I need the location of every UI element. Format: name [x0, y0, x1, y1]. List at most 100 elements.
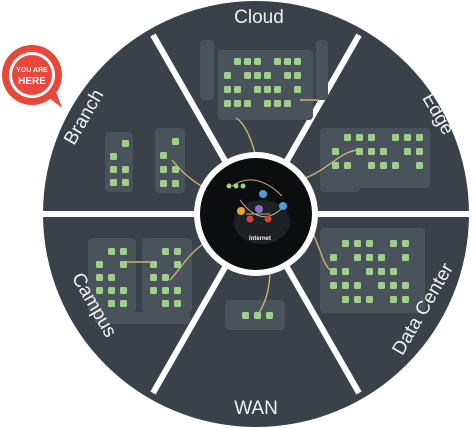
network-node	[174, 261, 181, 268]
diagram-panel	[320, 170, 360, 192]
network-node	[244, 58, 251, 65]
network-node	[224, 100, 231, 107]
network-node	[150, 274, 157, 281]
network-node	[284, 72, 291, 79]
network-node	[390, 296, 397, 303]
network-node	[96, 261, 103, 268]
network-node	[242, 312, 249, 319]
hub-device-icon	[246, 215, 254, 223]
segment-label-cloud: Cloud	[234, 7, 284, 28]
hub-device-icon	[279, 202, 287, 210]
network-node	[402, 296, 409, 303]
network-node	[234, 86, 241, 93]
network-node	[274, 100, 281, 107]
network-node	[344, 162, 351, 169]
center-internet-label: Internet	[249, 236, 271, 242]
network-node	[402, 282, 409, 289]
network-node	[294, 58, 301, 65]
network-node	[294, 72, 301, 79]
network-node	[368, 134, 375, 141]
network-node	[120, 300, 127, 307]
network-node	[174, 287, 181, 294]
network-node	[404, 148, 411, 155]
network-node	[150, 287, 157, 294]
network-node	[254, 312, 261, 319]
segment-label-wan: WAN	[234, 398, 278, 419]
network-node	[244, 72, 251, 79]
network-nodes	[96, 58, 423, 319]
network-node	[354, 240, 361, 247]
network-node	[110, 166, 117, 173]
network-node	[160, 180, 167, 187]
hub-node-icon	[233, 183, 239, 189]
network-node	[402, 254, 409, 261]
network-node	[356, 148, 363, 155]
hub-node-icon	[240, 183, 246, 189]
network-node	[274, 58, 281, 65]
network-node	[330, 254, 337, 261]
network-node	[378, 282, 385, 289]
network-node	[380, 148, 387, 155]
hub-device-icon	[264, 215, 272, 223]
network-node	[162, 248, 169, 255]
network-node	[330, 282, 337, 289]
connection-line	[299, 149, 361, 181]
network-node	[162, 300, 169, 307]
network-node	[254, 86, 261, 93]
hub-node-icon	[226, 183, 232, 189]
network-node	[234, 58, 241, 65]
network-node	[342, 240, 349, 247]
network-node	[404, 134, 411, 141]
connection-line	[235, 117, 257, 159]
network-node	[284, 100, 291, 107]
network-node	[96, 287, 103, 294]
diagram-panel	[200, 40, 214, 100]
network-node	[120, 248, 127, 255]
network-node	[390, 268, 397, 275]
diagram-panel	[155, 128, 185, 193]
network-node	[392, 162, 399, 169]
network-node	[342, 268, 349, 275]
network-node	[160, 152, 167, 159]
network-node	[120, 287, 127, 294]
network-node	[284, 58, 291, 65]
network-node	[162, 274, 169, 281]
network-node	[254, 58, 261, 65]
network-node	[264, 100, 271, 107]
network-node	[264, 86, 271, 93]
network-node	[122, 166, 129, 173]
you-are-here-badge: YOU ARE HERE	[2, 45, 62, 108]
network-node	[416, 162, 423, 169]
network-node	[150, 261, 157, 268]
network-node	[366, 268, 373, 275]
network-node	[416, 148, 423, 155]
network-node	[264, 72, 271, 79]
network-node	[366, 240, 373, 247]
network-node	[162, 287, 169, 294]
network-node	[332, 148, 339, 155]
network-node	[120, 261, 127, 268]
network-node	[416, 134, 423, 141]
network-node	[224, 72, 231, 79]
network-node	[110, 179, 117, 186]
network-node	[108, 274, 115, 281]
segment-dividers	[43, 33, 469, 395]
network-node	[402, 240, 409, 247]
diagram-panel	[316, 40, 328, 100]
network-node	[368, 148, 375, 155]
network-node	[342, 296, 349, 303]
network-node	[392, 134, 399, 141]
hub-device-icon	[237, 207, 245, 215]
network-node	[390, 282, 397, 289]
hub-device-icon	[259, 190, 267, 198]
network-node	[274, 86, 281, 93]
network-node	[380, 162, 387, 169]
network-node	[390, 240, 397, 247]
badge-core	[12, 55, 52, 95]
network-node	[96, 274, 103, 281]
network-node	[354, 282, 361, 289]
network-node	[110, 153, 117, 160]
network-node	[224, 86, 231, 93]
network-node	[354, 254, 361, 261]
